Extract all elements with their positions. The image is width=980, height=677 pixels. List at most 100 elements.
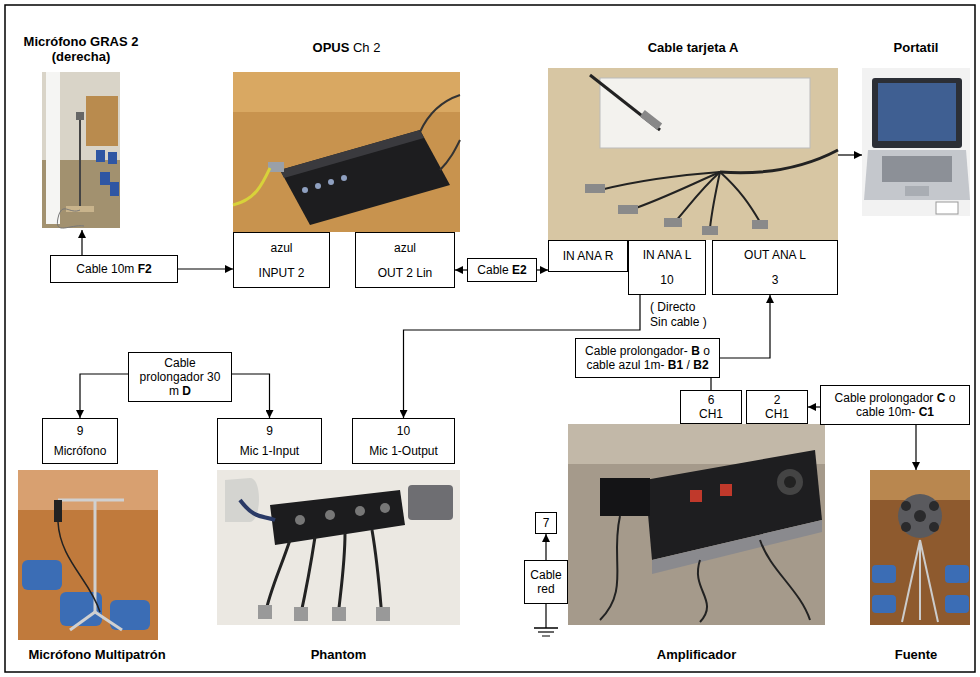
label-text: CH1	[765, 407, 789, 421]
photo-panel: Portatil	[862, 40, 970, 216]
multipattern-microphone-photo	[22, 560, 62, 590]
opus-photo	[315, 183, 321, 189]
text-run: 30	[207, 370, 220, 384]
text-run	[370, 40, 374, 55]
text-run: B	[691, 344, 700, 358]
text-run	[915, 405, 918, 419]
photo-panel: Micrófono GRAS 2 (derecha)	[12, 34, 150, 230]
opus-photo	[233, 72, 460, 112]
text-run: B1	[668, 358, 683, 372]
laptop-photo	[864, 150, 970, 200]
sound-card-cable-photo	[548, 68, 838, 240]
text-run	[349, 40, 353, 55]
opus-photo	[341, 175, 347, 181]
text-run: 1-Input	[262, 444, 299, 458]
multipattern-microphone-photo	[70, 612, 95, 630]
sound-card-cable-photo	[752, 220, 768, 229]
opus-photo	[440, 140, 460, 170]
text-run	[885, 405, 888, 419]
label-text: 10	[397, 424, 410, 438]
label-text: Mic 1-Input	[240, 444, 299, 458]
text-run: azul	[270, 241, 292, 255]
text-run: ANA	[772, 248, 796, 262]
text-run: Ch	[353, 40, 370, 55]
connector-box: 10Mic 1-Output	[352, 418, 455, 464]
text-run	[796, 248, 799, 262]
label-text: 7	[543, 516, 550, 530]
loudspeaker-photo	[872, 565, 896, 583]
connector-box: azulOUT 2 Lin	[355, 232, 455, 288]
text-run: IN	[563, 249, 575, 263]
gras-microphone-photo	[79, 118, 81, 208]
gras-microphone-photo	[86, 96, 118, 146]
connector-arrow	[81, 230, 82, 255]
text-run: Micrófono	[28, 647, 91, 662]
text-run: D	[182, 384, 191, 398]
photo-panel: Amplificador	[568, 424, 825, 662]
text-run: o	[703, 344, 710, 358]
multipattern-microphone-photo	[18, 470, 158, 640]
label-text: 3	[772, 273, 779, 287]
amplifier-photo	[784, 476, 796, 488]
opus-photo	[233, 72, 460, 232]
connector-arrow	[720, 295, 770, 358]
gras-microphone-photo	[96, 150, 105, 162]
opus-photo	[302, 187, 308, 193]
sound-card-cable-photo	[585, 184, 605, 193]
text-run: Mic	[240, 444, 259, 458]
multipattern-microphone-photo	[95, 612, 122, 630]
laptop-photo	[882, 156, 952, 182]
text-run: IN	[643, 248, 655, 262]
connector-box: 7	[535, 512, 557, 534]
text-run	[655, 248, 658, 262]
text-run	[667, 315, 670, 329]
phantom-power-photo	[408, 485, 453, 520]
loudspeaker-photo	[919, 540, 921, 620]
loudspeaker-photo	[901, 501, 911, 511]
photo-panel: Micrófono Multipatrón	[12, 470, 182, 662]
phantom-power-photo	[294, 607, 308, 621]
text-run	[204, 370, 207, 384]
connector-arrow	[80, 374, 128, 418]
connector-arrow	[710, 378, 711, 390]
text-run: GRAS	[90, 34, 128, 49]
text-run: OUT	[744, 248, 769, 262]
loudspeaker-photo	[872, 595, 896, 613]
label-text: 9	[77, 424, 84, 438]
multipattern-microphone-photo	[94, 500, 97, 612]
amplifier-photo	[652, 520, 822, 574]
opus-photo	[328, 179, 334, 185]
text-run	[134, 262, 137, 276]
loudspeaker-photo	[898, 494, 942, 538]
text-run: prolongador	[869, 391, 933, 405]
label-text: Cable 10m F2	[76, 262, 151, 276]
gras-microphone-photo	[57, 209, 84, 228]
ground-symbol	[542, 636, 550, 637]
text-run: Multipatrón	[95, 647, 166, 662]
text-run: m	[169, 384, 179, 398]
text-run: Amplificador	[657, 647, 736, 662]
loudspeaker-photo	[945, 595, 969, 613]
phantom-power-photo	[338, 533, 345, 618]
connector-box: 2CH1	[746, 390, 808, 424]
text-run: tarjeta	[687, 40, 726, 55]
phantom-power-photo	[376, 607, 390, 621]
text-run: E2	[512, 263, 527, 277]
text-run: Cable	[477, 263, 508, 277]
phantom-power-photo	[258, 605, 272, 619]
text-run	[413, 266, 416, 280]
amplifier-photo	[600, 478, 650, 516]
sound-card-cable-photo	[675, 172, 720, 222]
phantom-power-photo	[217, 470, 460, 625]
sound-card-cable-photo	[618, 205, 638, 214]
connector-box: IN ANA L10	[628, 240, 706, 295]
label-text: Micrófono Multipatrón	[28, 647, 165, 662]
text-run: Fuente	[895, 647, 938, 662]
phantom-power-photo	[295, 515, 305, 525]
loudspeaker-photo	[902, 540, 920, 622]
text-run: cable	[586, 358, 615, 372]
text-run: 2	[774, 393, 781, 407]
connector-arrow	[537, 269, 548, 270]
gras-microphone-photo	[42, 72, 120, 228]
